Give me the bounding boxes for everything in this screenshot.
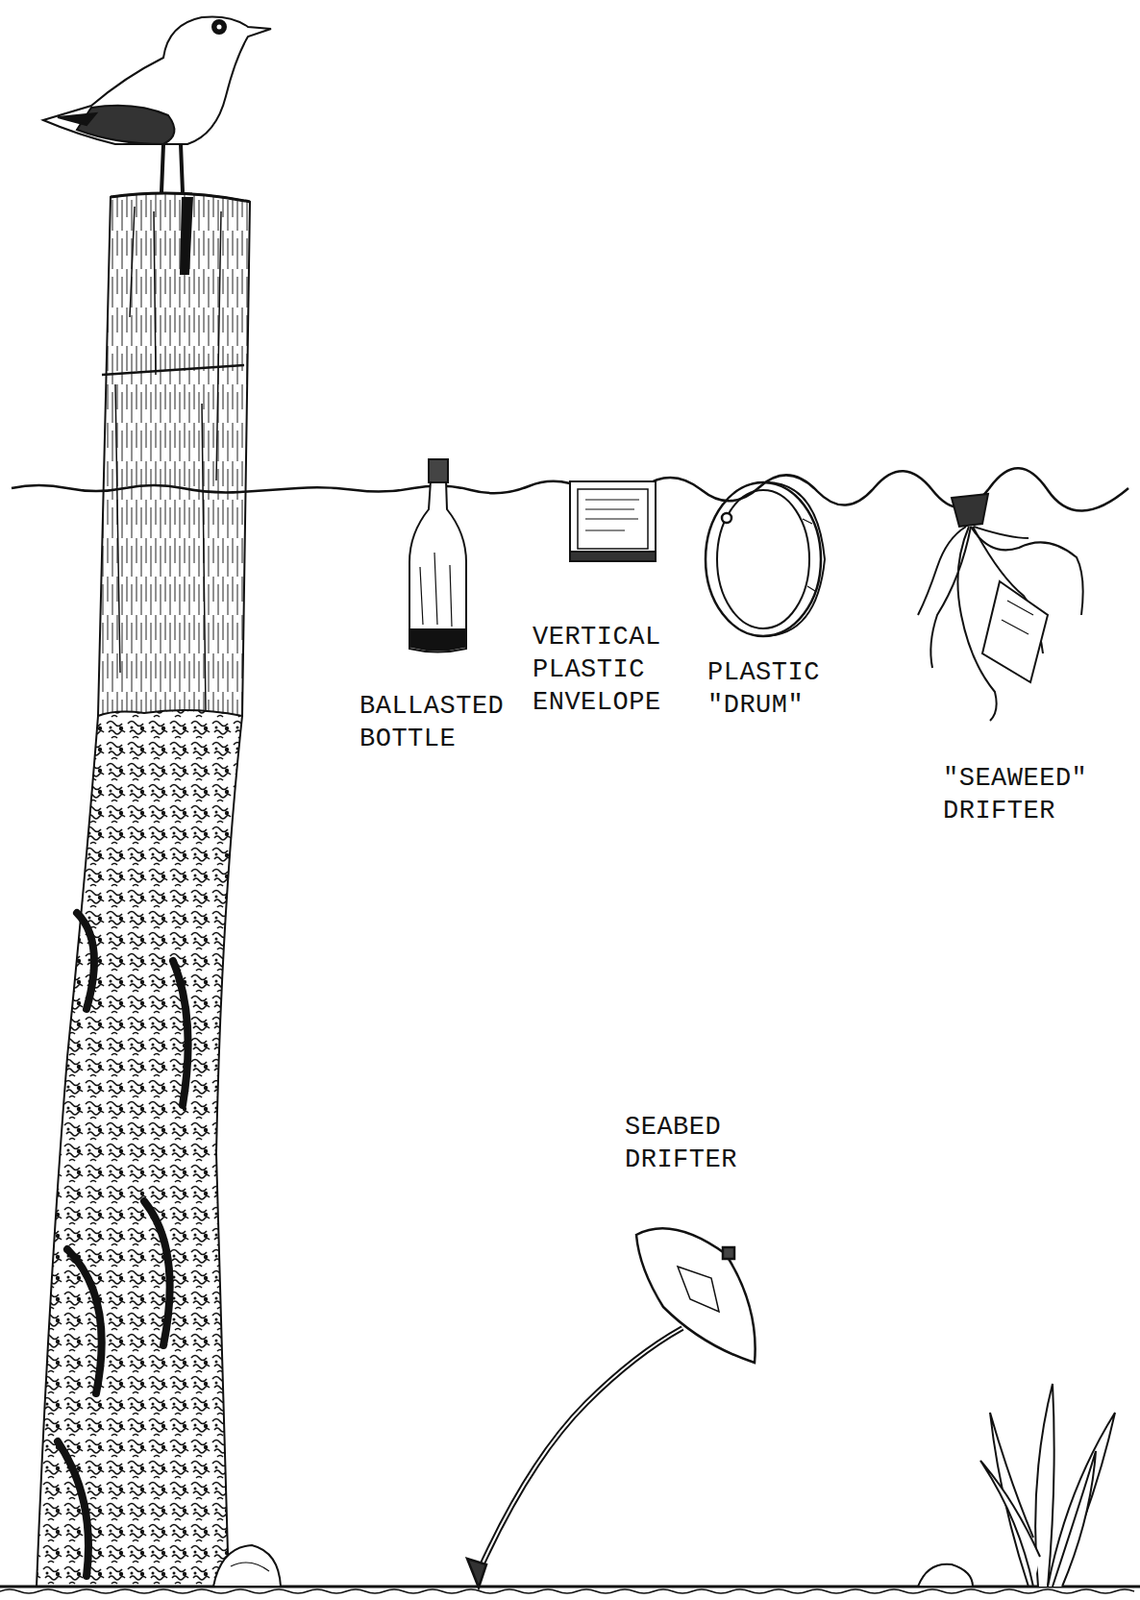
seagull (43, 16, 272, 195)
part-label: PLASTIC "DRUM" (707, 656, 820, 722)
plastic-drum (705, 482, 825, 637)
seaweed-drifter (917, 494, 1084, 721)
part-label: BALLASTED BOTTLE (359, 690, 504, 756)
part-label: "SEAWEED" DRIFTER (942, 762, 1088, 828)
seabed (0, 1384, 1140, 1594)
ballasted-bottle (409, 459, 467, 653)
plastic-envelope (570, 481, 656, 562)
wooden-post (36, 193, 250, 1587)
seabed-drifter (467, 1228, 756, 1588)
part-label: VERTICAL PLASTIC ENVELOPE (532, 620, 662, 719)
part-label: SEABED DRIFTER (624, 1111, 738, 1177)
